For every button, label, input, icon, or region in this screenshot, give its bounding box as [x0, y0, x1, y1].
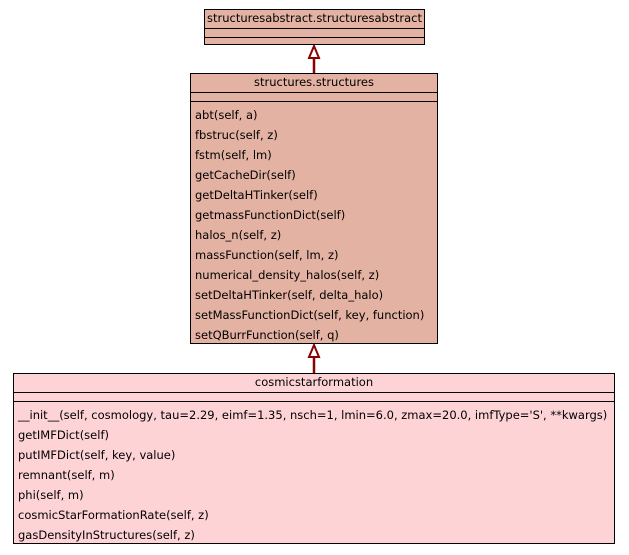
method-cosmic-5: cosmicStarFormationRate(self, z) [18, 508, 209, 522]
class-box-structuresabstract: structuresabstract.structuresabstract [204, 9, 425, 45]
class-name-structuresabstract: structuresabstract.structuresabstract [205, 10, 424, 29]
method-cosmic-2: putIMFDict(self, key, value) [18, 448, 176, 462]
method-structures-5: getmassFunctionDict(self) [195, 208, 346, 222]
class-attributes-structures [191, 93, 437, 102]
method-structures-9: setDeltaHTinker(self, delta_halo) [195, 288, 384, 302]
method-structures-8: numerical_density_halos(self, z) [195, 268, 380, 282]
method-structures-0: abt(self, a) [195, 108, 258, 122]
method-cosmic-1: getIMFDict(self) [18, 428, 109, 442]
class-name-cosmicstarformation: cosmicstarformation [14, 374, 614, 393]
method-cosmic-3: remnant(self, m) [18, 468, 115, 482]
method-structures-7: massFunction(self, lm, z) [195, 248, 339, 262]
method-cosmic-6: gasDensityInStructures(self, z) [18, 528, 195, 542]
method-structures-11: setQBurrFunction(self, q) [195, 328, 339, 342]
method-structures-1: fbstruc(self, z) [195, 128, 278, 142]
class-attributes-cosmicstarformation [14, 393, 614, 402]
method-structures-3: getCacheDir(self) [195, 168, 296, 182]
method-structures-2: fstm(self, lm) [195, 148, 272, 162]
class-box-cosmicstarformation: cosmicstarformation __init__(self, cosmo… [13, 373, 615, 544]
class-attributes-structuresabstract [205, 29, 424, 38]
method-cosmic-4: phi(self, m) [18, 488, 84, 502]
method-structures-6: halos_n(self, z) [195, 228, 282, 242]
method-structures-10: setMassFunctionDict(self, key, function) [195, 308, 425, 322]
class-methods-structuresabstract [205, 38, 424, 46]
class-methods-cosmicstarformation: __init__(self, cosmology, tau=2.29, eimf… [14, 402, 614, 545]
method-structures-4: getDeltaHTinker(self) [195, 188, 318, 202]
inheritance-arrowhead-abstract [307, 43, 321, 59]
class-box-structures: structures.structures abt(self, a) fbstru… [190, 73, 438, 344]
class-methods-structures: abt(self, a) fbstruc(self, z) fstm(self, l… [191, 102, 437, 345]
inheritance-arrowhead-structures [307, 342, 321, 358]
class-name-structures: structures.structures [191, 74, 437, 93]
method-cosmic-0: __init__(self, cosmology, tau=2.29, eimf… [18, 408, 608, 422]
